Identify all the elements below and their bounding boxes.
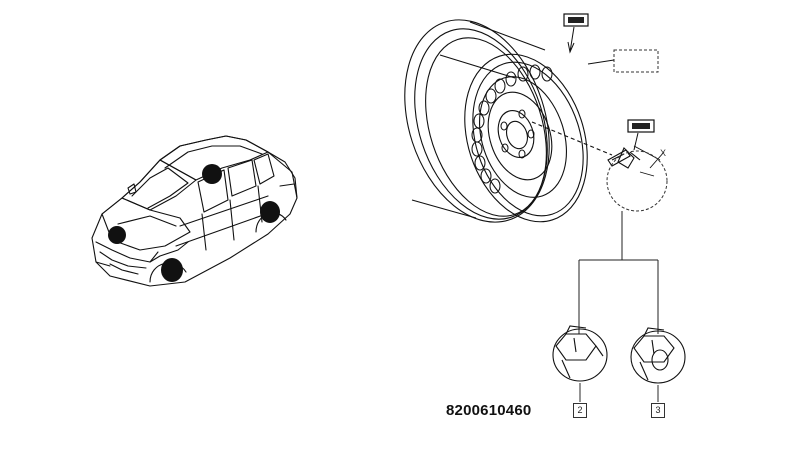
callout-2[interactable]: 2 [573, 403, 587, 418]
wheel-bolt [607, 147, 641, 169]
variant-bracket [578, 211, 659, 334]
dimension-x-label: X [660, 148, 667, 158]
bolt-detail-circle [606, 150, 668, 212]
rim-label-markers [563, 13, 659, 151]
part-number-label: 8200610460 [446, 402, 532, 419]
steel-wheel-rim [404, 19, 613, 223]
wheel-position-markers [108, 164, 280, 282]
lug-holes [500, 109, 535, 159]
wheel-marker-rear-left [202, 164, 222, 184]
wheel-marker-rear-right [260, 201, 280, 223]
wheel-marker-front-right [161, 258, 183, 282]
wheel-marker-front-left [108, 226, 126, 244]
nut-variant-2-illustration [552, 325, 608, 402]
callout-3[interactable]: 3 [651, 403, 665, 418]
rim-vent-holes [471, 64, 553, 194]
nut-variant-3-illustration [630, 327, 686, 402]
rim-label-box-dashed [613, 49, 659, 73]
